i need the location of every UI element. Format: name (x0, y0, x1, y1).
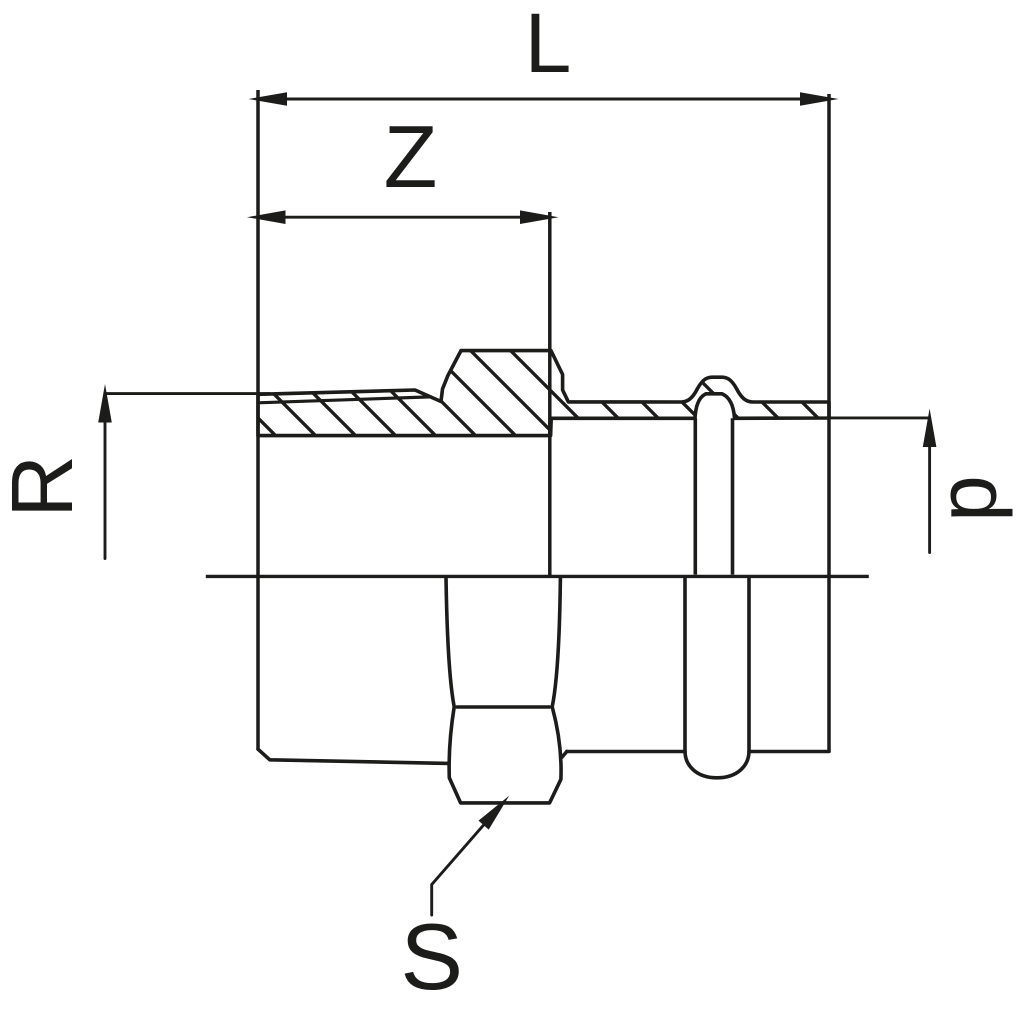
bead-cavity-walls (693, 418, 735, 575)
dimension-R: R (0, 384, 270, 560)
dimension-label-d: d (933, 475, 1024, 522)
dimension-label-L: L (525, 0, 572, 90)
dimension-L-arrow-left (248, 92, 287, 106)
dimension-Z: Z (247, 107, 559, 224)
dimension-L-arrow-right (800, 92, 839, 106)
section-cut-region (256, 348, 831, 438)
body-section (256, 348, 831, 575)
callout-S-leader (430, 810, 497, 917)
dimension-label-R: R (0, 455, 91, 518)
edge-lines (205, 90, 869, 752)
dimension-d-arrowhead (922, 408, 937, 447)
dimension-R-arrowhead (98, 384, 112, 423)
dimension-label-S: S (400, 904, 463, 1009)
thread-root-line (257, 395, 431, 405)
callout-S: S (400, 795, 510, 1009)
body-outside-view (256, 576, 831, 805)
dimension-label-Z: Z (384, 107, 438, 206)
hexagon-outline (444, 576, 569, 805)
dimension-Z-arrow-right (520, 210, 559, 224)
dimension-d: d (829, 408, 1024, 554)
dimension-L: L (248, 0, 839, 106)
bead-silhouette (683, 576, 751, 780)
callout-S-arrowhead (478, 795, 510, 830)
thread-silhouette (256, 747, 451, 766)
dimension-Z-arrow-left (247, 210, 286, 224)
